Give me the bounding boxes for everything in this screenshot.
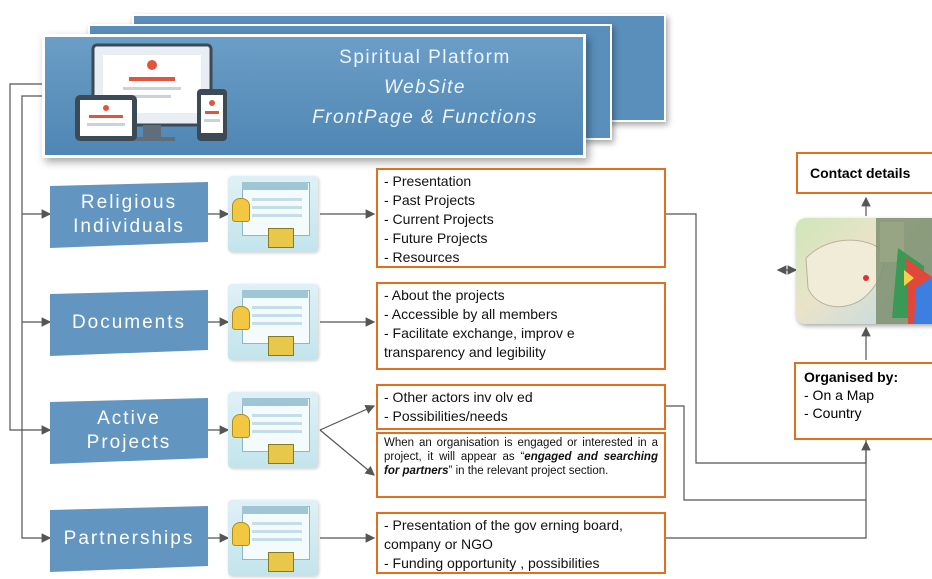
list-item: - Accessible by all members: [384, 306, 558, 322]
projects-note-box: When an organisation is engaged or inter…: [376, 432, 666, 498]
list-item: - Possibilities/needs: [384, 408, 508, 424]
organised-by-box: Organised by: - On a Map - Country: [794, 362, 932, 440]
contact-details-box: Contact details: [796, 152, 932, 194]
banner-subtitle: WebSite: [384, 77, 466, 98]
list-item: - Presentation of the gov erning board,: [384, 517, 623, 533]
projects-details-box: - Other actors inv olv ed - Possibilitie…: [376, 384, 666, 430]
lightbulb-icon: [232, 414, 250, 438]
list-item: - Past Projects: [384, 192, 476, 208]
category-shape: [50, 290, 208, 356]
category-label: Projects: [86, 432, 172, 453]
list-item: - About the projects: [384, 287, 505, 303]
category-shape: [50, 506, 208, 572]
note-text: ” in the relevant project section.: [448, 465, 609, 477]
map-image: [796, 218, 932, 324]
list-item: transparency and legibility: [384, 344, 546, 360]
banner-title: Spiritual Platform: [339, 47, 511, 68]
lightbulb-icon: [232, 522, 250, 546]
category-label: Individuals: [73, 216, 185, 237]
devices-illustration: [75, 43, 227, 141]
list-item: - Presentation: [384, 173, 472, 189]
partnerships-details-box: - Presentation of the gov erning board, …: [376, 512, 666, 574]
list-item: - Current Projects: [384, 211, 494, 227]
documents-details-box: - About the projects - Accessible by all…: [376, 282, 666, 370]
category-label: Partnerships: [63, 528, 195, 549]
category-shape: [50, 182, 208, 248]
category-shape: [50, 398, 208, 464]
list-item: company or NGO: [384, 536, 493, 552]
list-item: - Funding opportunity , possibilities: [384, 555, 600, 571]
package-icon: [268, 336, 294, 356]
list-item: - Other actors inv olv ed: [384, 389, 533, 405]
main-banner: Spiritual Platform WebSite FrontPage & F…: [42, 34, 586, 158]
webpage-thumbnail-icon: [228, 176, 318, 252]
category-label: Documents: [71, 312, 187, 333]
organised-title: Organised by:: [804, 369, 899, 385]
category-partnerships[interactable]: Partnerships: [50, 506, 208, 572]
contact-label: Contact details: [810, 165, 911, 181]
lightbulb-icon: [232, 306, 250, 330]
note-text: When an organisation is engaged or inter…: [384, 437, 658, 463]
list-item: - Future Projects: [384, 230, 488, 246]
note-emphasis: engaged and searching for partners: [384, 451, 658, 477]
banner-tagline: FrontPage & Functions: [312, 107, 538, 128]
package-icon: [268, 552, 294, 572]
lightbulb-icon: [232, 198, 250, 222]
list-item: - Country: [804, 405, 862, 421]
list-item: - On a Map: [804, 387, 875, 403]
list-item: - Facilitate exchange, improv e: [384, 325, 575, 341]
category-label: Active: [97, 408, 161, 429]
webpage-thumbnail-icon: [228, 284, 318, 360]
webpage-thumbnail-icon: [228, 500, 318, 576]
map-illustration: [805, 218, 932, 324]
package-icon: [268, 228, 294, 248]
list-item: - Resources: [384, 249, 460, 265]
category-documents[interactable]: Documents: [50, 290, 208, 356]
category-label: Religious: [80, 192, 178, 213]
package-icon: [268, 444, 294, 464]
webpage-thumbnail-icon: [228, 392, 318, 468]
individuals-details-box: - Presentation - Past Projects - Current…: [376, 168, 666, 268]
